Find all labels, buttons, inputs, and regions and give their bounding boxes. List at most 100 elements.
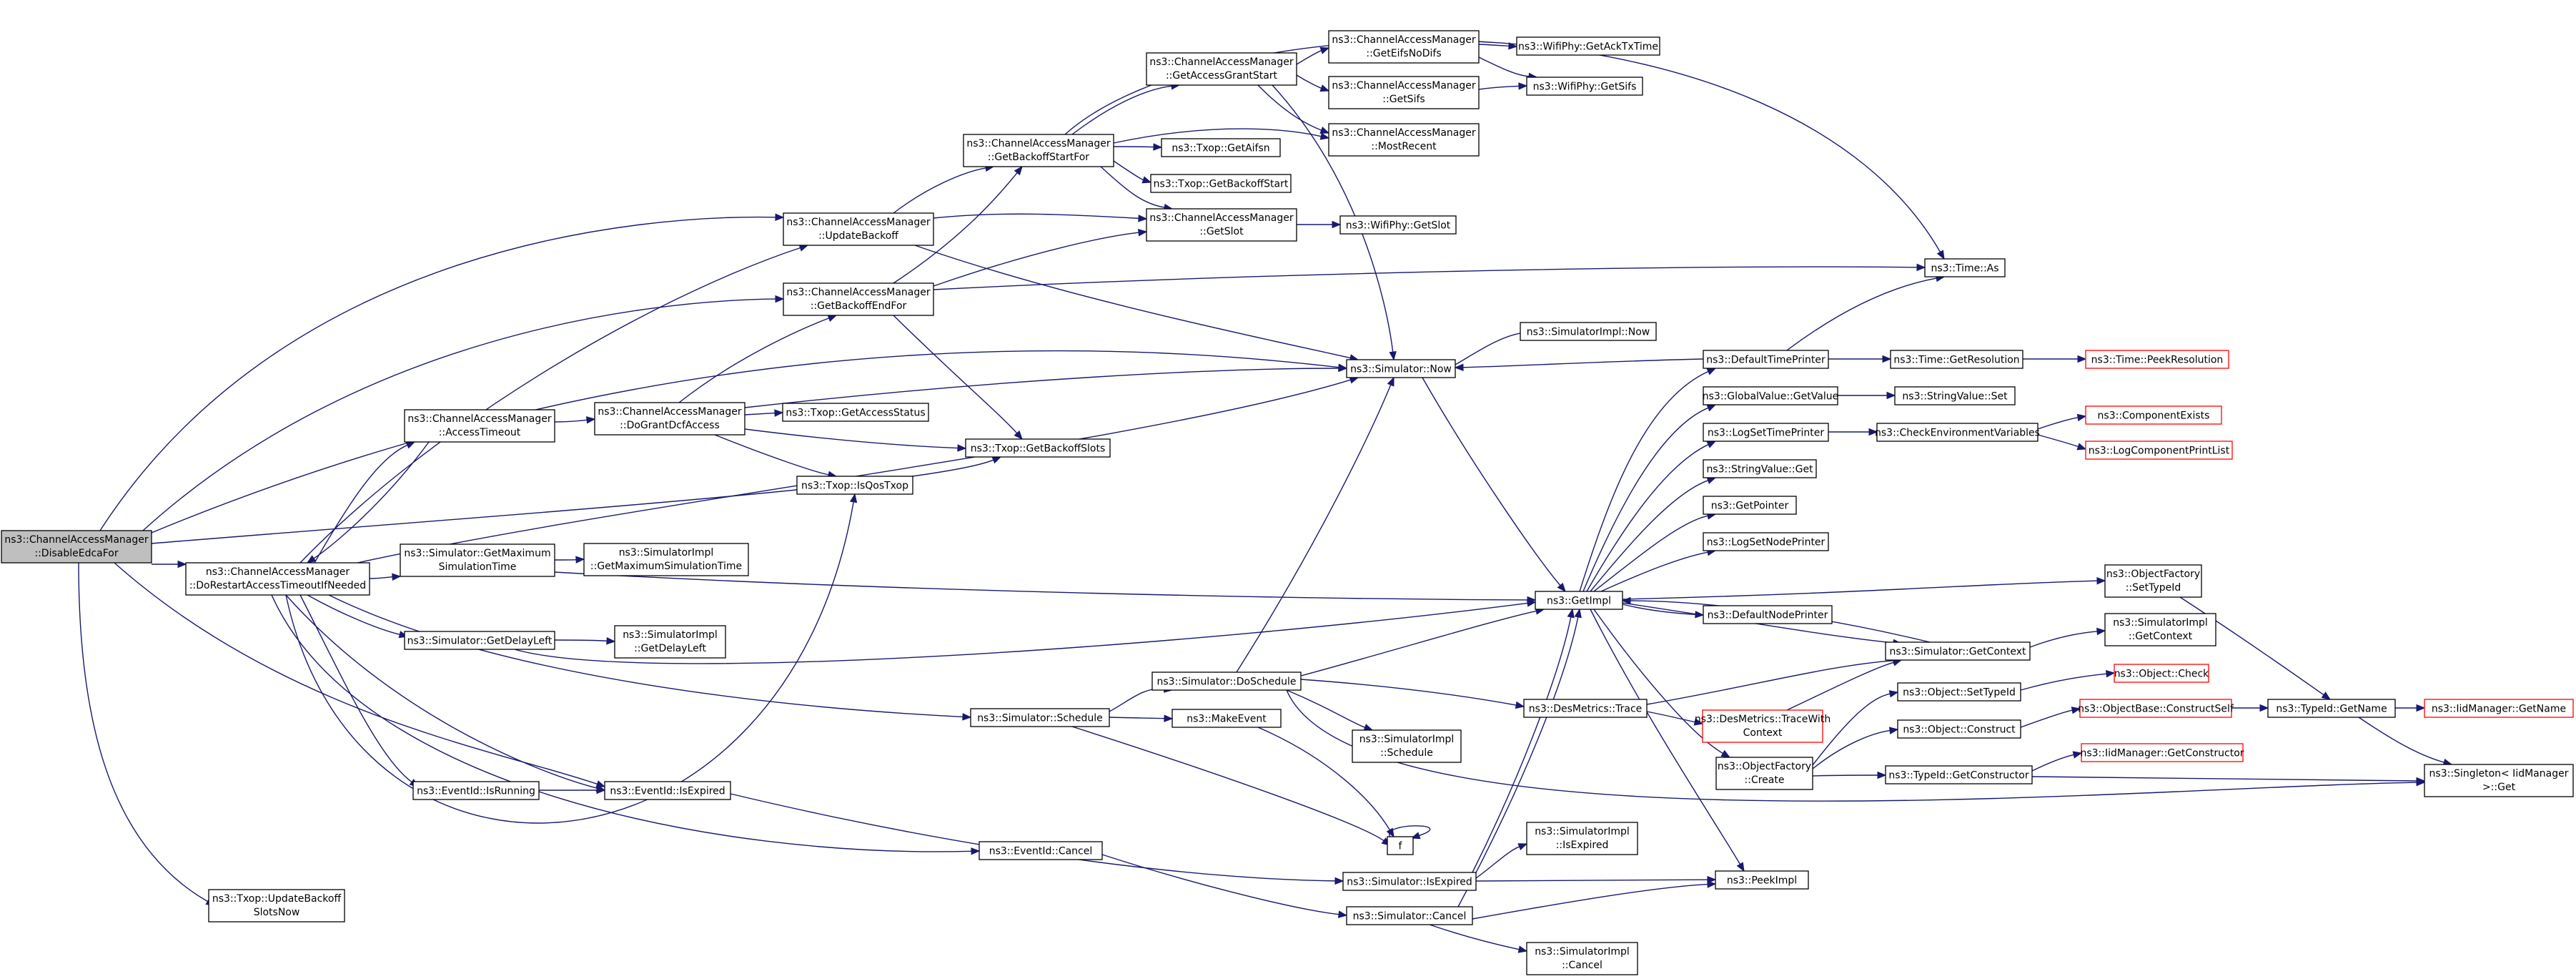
arrowhead-getBackoffEndFor-to-getSlotCam: [1137, 229, 1148, 237]
node-objectConstruct[interactable]: ns3::Object::Construct: [1897, 719, 2021, 739]
edge-disableEdca-to-updateBackoff: [99, 216, 776, 531]
node-updateBackoff[interactable]: ns3::ChannelAccessManager::UpdateBackoff: [783, 212, 934, 246]
node-label: ns3::WifiPhy::GetAckTxTime: [1518, 41, 1658, 53]
node-label: ns3::Txop::UpdateBackoff: [212, 893, 342, 905]
edge-getEifsNoDifs-to-getAckTxTime: [1478, 44, 1510, 47]
node-simSchedule[interactable]: ns3::Simulator::Schedule: [970, 708, 1110, 727]
node-singletonGet[interactable]: ns3::Singleton< IidManager>::Get: [2424, 764, 2574, 797]
node-label: ns3::ObjectFactory: [2106, 569, 2200, 580]
edge-simNow-to-simImplNow: [1455, 332, 1522, 365]
node-defaultTimePrinter[interactable]: ns3::DefaultTimePrinter: [1703, 350, 1829, 369]
node-getBackoffStart[interactable]: ns3::Txop::GetBackoffStart: [1150, 174, 1292, 193]
node-objFactoryCreate[interactable]: ns3::ObjectFactory::Create: [1715, 757, 1813, 790]
node-stringValueGet[interactable]: ns3::StringValue::Get: [1703, 459, 1817, 478]
node-typeIdGetName[interactable]: ns3::TypeId::GetName: [2267, 699, 2396, 718]
node-objectSetTypeId[interactable]: ns3::Object::SetTypeId: [1897, 682, 2021, 702]
node-mostRecent[interactable]: ns3::ChannelAccessManager::MostRecent: [1328, 123, 1480, 157]
node-accessTimeout[interactable]: ns3::ChannelAccessManager::AccessTimeout: [404, 409, 555, 443]
node-doRestart[interactable]: ns3::ChannelAccessManager::DoRestartAcce…: [185, 562, 370, 596]
node-eventIsRunning[interactable]: ns3::EventId::IsRunning: [412, 781, 540, 800]
node-getPointer[interactable]: ns3::GetPointer: [1703, 496, 1797, 515]
node-componentExists[interactable]: ns3::ComponentExists: [2085, 405, 2222, 425]
node-getImpl[interactable]: ns3::GetImpl: [1535, 591, 1623, 610]
node-simIsExpired[interactable]: ns3::Simulator::IsExpired: [1342, 872, 1477, 891]
node-logComponentPrintList[interactable]: ns3::LogComponentPrintList: [2085, 441, 2233, 460]
node-label: ns3::ChannelAccessManager: [1149, 56, 1294, 68]
edge-typeIdGetName-to-singletonGet: [2358, 717, 2444, 763]
node-implCancel[interactable]: ns3::SimulatorImpl::Cancel: [1526, 942, 1638, 975]
node-getSlotCam[interactable]: ns3::ChannelAccessManager::GetSlot: [1146, 208, 1297, 242]
node-logSetTimePrinter[interactable]: ns3::LogSetTimePrinter: [1703, 423, 1829, 442]
node-getAccessStatus[interactable]: ns3::Txop::GetAccessStatus: [782, 403, 929, 422]
node-box: [1715, 757, 1813, 790]
node-eventCancel[interactable]: ns3::EventId::Cancel: [979, 841, 1103, 860]
node-checkEnvVars[interactable]: ns3::CheckEnvironmentVariables: [1875, 423, 2040, 442]
node-getAckTxTime[interactable]: ns3::WifiPhy::GetAckTxTime: [1516, 36, 1660, 56]
node-implIsExpired[interactable]: ns3::SimulatorImpl::IsExpired: [1526, 822, 1638, 855]
node-implGetContext[interactable]: ns3::SimulatorImpl::GetContext: [2104, 613, 2216, 646]
node-stringValueSet[interactable]: ns3::StringValue::Set: [1894, 386, 2016, 405]
node-getAccessGrantStart[interactable]: ns3::ChannelAccessManager::GetAccessGran…: [1146, 52, 1297, 86]
node-getSifsCam[interactable]: ns3::ChannelAccessManager::GetSifs: [1328, 76, 1480, 109]
node-simImplNow[interactable]: ns3::SimulatorImpl::Now: [1520, 322, 1657, 341]
node-isQosTxop[interactable]: ns3::Txop::IsQosTxop: [796, 476, 913, 495]
node-iidGetConstructor[interactable]: ns3::IidManager::GetConstructor: [2080, 743, 2244, 762]
node-label: ns3::WifiPhy::GetSifs: [1533, 82, 1637, 93]
node-getEifsNoDifs[interactable]: ns3::ChannelAccessManager::GetEifsNoDifs: [1328, 30, 1480, 64]
node-box: [1328, 123, 1480, 157]
node-logSetNodePrinter[interactable]: ns3::LogSetNodePrinter: [1703, 532, 1829, 551]
node-label: ns3::Simulator::GetContext: [1889, 646, 2026, 658]
node-wifiGetSlot[interactable]: ns3::WifiPhy::GetSlot: [1339, 215, 1457, 235]
node-typeIdGetConstructor[interactable]: ns3::TypeId::GetConstructor: [1885, 765, 2033, 784]
node-iidGetName[interactable]: ns3::IidManager::GetName: [2424, 699, 2574, 718]
node-getDelayLeft[interactable]: ns3::Simulator::GetDelayLeft: [404, 631, 555, 650]
node-eventIsExpired[interactable]: ns3::EventId::IsExpired: [604, 781, 731, 800]
node-simCancel[interactable]: ns3::Simulator::Cancel: [1346, 906, 1473, 925]
node-label: ns3::Simulator::Schedule: [977, 713, 1103, 724]
node-simNow[interactable]: ns3::Simulator::Now: [1346, 359, 1456, 378]
node-makeEvent[interactable]: ns3::MakeEvent: [1171, 709, 1282, 728]
arrowhead-objectBaseConstructSelf-to-typeIdGetName: [2259, 704, 2269, 712]
node-objectCheck[interactable]: ns3::Object::Check: [2114, 664, 2209, 683]
node-peekImpl[interactable]: ns3::PeekImpl: [1715, 870, 1809, 890]
node-simGetContext[interactable]: ns3::Simulator::GetContext: [1885, 641, 2031, 661]
node-label: ns3::ChannelAccessManager: [1332, 80, 1476, 92]
node-doGrantDcf[interactable]: ns3::ChannelAccessManager::DoGrantDcfAcc…: [594, 402, 745, 436]
node-doSchedule[interactable]: ns3::Simulator::DoSchedule: [1151, 671, 1302, 691]
node-label: ::IsExpired: [1556, 840, 1609, 851]
node-globalGetValue[interactable]: ns3::GlobalValue::GetValue: [1703, 386, 1838, 405]
node-box: [979, 841, 1103, 860]
node-disableEdca[interactable]: ns3::ChannelAccessManager::DisableEdcaFo…: [1, 530, 152, 564]
edge-getDelayLeft-to-getImpl: [514, 602, 1528, 664]
node-box: [1703, 423, 1829, 442]
node-objectBaseConstructSelf[interactable]: ns3::ObjectBase::ConstructSelf: [2078, 699, 2234, 718]
node-getBackoffSlots[interactable]: ns3::Txop::GetBackoffSlots: [965, 438, 1111, 458]
node-objFactorySetTypeId[interactable]: ns3::ObjectFactory::SetTypeId: [2104, 564, 2202, 598]
node-getAifsn[interactable]: ns3::Txop::GetAifsn: [1161, 138, 1281, 157]
node-wifiGetSifs[interactable]: ns3::WifiPhy::GetSifs: [1526, 77, 1643, 96]
node-fFunc[interactable]: f: [1387, 836, 1414, 855]
edge-simSchedule-to-fFunc: [1071, 726, 1384, 842]
node-timeGetResolution[interactable]: ns3::Time::GetResolution: [1890, 350, 2023, 369]
node-implSchedule[interactable]: ns3::SimulatorImpl::Schedule: [1352, 729, 1462, 763]
node-box: [2424, 764, 2574, 797]
node-implGetDelayLeft[interactable]: ns3::SimulatorImpl::GetDelayLeft: [614, 625, 726, 659]
node-getBackoffStartFor[interactable]: ns3::ChannelAccessManager::GetBackoffSta…: [963, 134, 1114, 167]
node-label: ns3::Simulator::DoSchedule: [1157, 677, 1297, 688]
node-getMaxSimTime[interactable]: ns3::Simulator::GetMaximumSimulationTime: [400, 543, 555, 577]
edge-doGrantDcf-to-getAccessStatus: [744, 412, 776, 415]
node-getBackoffEndFor[interactable]: ns3::ChannelAccessManager::GetBackoffEnd…: [783, 282, 934, 316]
arrowhead-getBackoffEndFor-to-getBackoffStartFor: [1014, 165, 1023, 176]
node-timePeekResolution[interactable]: ns3::Time::PeekResolution: [2085, 350, 2229, 369]
node-timeAs[interactable]: ns3::Time::As: [1924, 258, 2006, 277]
node-label: ns3::LogComponentPrintList: [2089, 446, 2230, 457]
node-desTrace[interactable]: ns3::DesMetrics::Trace: [1523, 699, 1648, 718]
edge-defaultTimePrinter-to-timeAs: [1786, 277, 1937, 351]
node-implGetMaxSimTime[interactable]: ns3::SimulatorImpl::GetMaximumSimulation…: [583, 543, 749, 576]
arrowhead-updateBackoff-to-getSlotCam: [1138, 215, 1148, 222]
node-defaultNodePrinter[interactable]: ns3::DefaultNodePrinter: [1703, 605, 1833, 624]
arrowhead-getBackoffStartFor-to-mostRecent: [1319, 132, 1330, 140]
node-box: [1171, 709, 1282, 728]
